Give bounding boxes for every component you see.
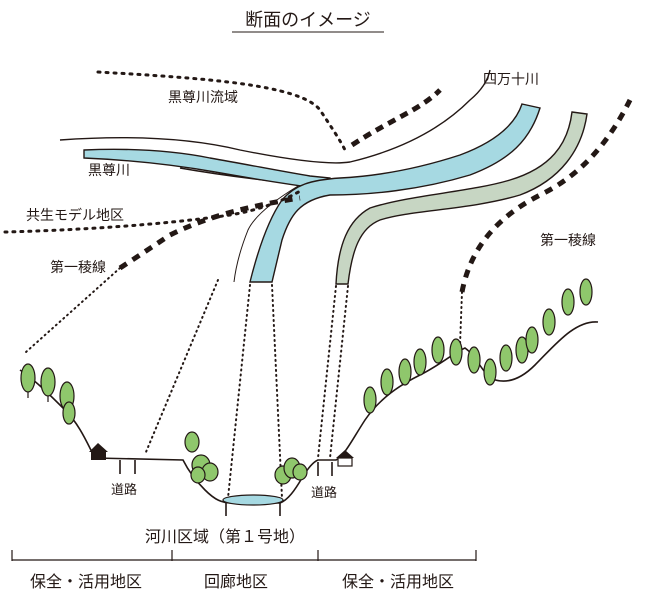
cross-section-river <box>222 494 284 506</box>
terrain-profile <box>19 321 599 504</box>
basin-boundary-line <box>96 70 347 152</box>
label-river-area: 河川区域（第１号地） <box>145 527 305 546</box>
label-kyosei-model: 共生モデル地区 <box>26 207 124 224</box>
right-ridge-line <box>459 98 633 293</box>
diagram-title: 断面のイメージ <box>245 10 371 31</box>
label-shimanto: 四万十川 <box>483 72 539 88</box>
label-road-left: 道路 <box>111 482 137 498</box>
label-ridge-right: 第一稜線 <box>540 232 596 249</box>
projection-lines <box>25 267 463 499</box>
house-left-icon <box>89 443 108 460</box>
zone-label-right: 保全・活用地区 <box>342 572 454 591</box>
basin-boundary-thick <box>350 88 442 148</box>
left-bank-line <box>233 185 299 283</box>
label-kurosongawa: 黒尊川 <box>88 162 130 179</box>
house-right-icon <box>336 450 354 467</box>
shimanto-green-channel <box>335 111 588 285</box>
road-markers <box>119 460 333 516</box>
label-basin: 黒尊川流域 <box>168 89 238 106</box>
label-road-right: 道路 <box>311 485 337 501</box>
zone-label-left: 保全・活用地区 <box>30 572 142 591</box>
kurosongawa-outer-bank <box>59 69 491 164</box>
zone-bracket <box>11 550 477 561</box>
label-ridge-left: 第一稜線 <box>50 259 106 276</box>
zone-label-center: 回廊地区 <box>204 572 268 591</box>
shimanto-river <box>249 103 541 283</box>
trees <box>20 278 593 485</box>
